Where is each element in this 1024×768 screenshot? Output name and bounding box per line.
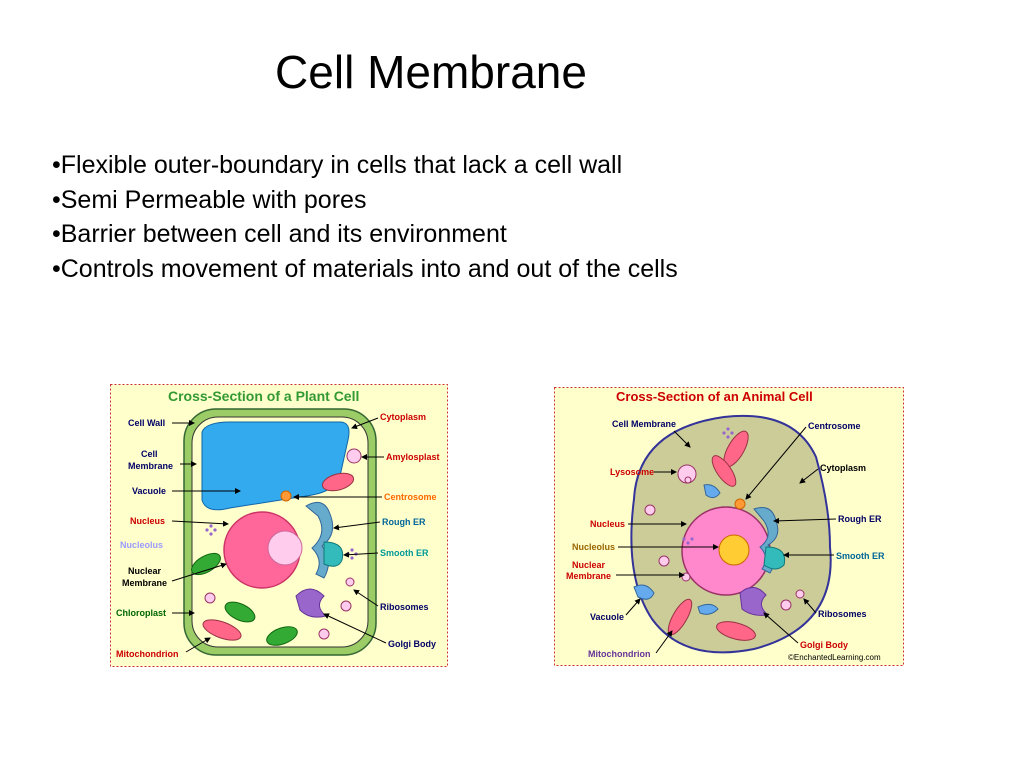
label-rough-er: Rough ER (382, 517, 426, 527)
bullet-item: •Barrier between cell and its environmen… (52, 220, 507, 248)
label-nuclear-membrane: Membrane (566, 571, 611, 581)
label-nuclear-membrane: Nuclear (128, 566, 162, 576)
plant-centrosome (280, 490, 292, 502)
animal-mitochondrion (716, 621, 756, 641)
animal-vacuole (703, 484, 721, 499)
label-golgi-body: Golgi Body (388, 639, 436, 649)
label-cell-membrane: Cell Membrane (612, 419, 676, 429)
label-nuclear-membrane: Nuclear (572, 560, 606, 570)
label-cell-wall: Cell Wall (128, 418, 165, 428)
animal-cell-diagram: Cross-Section of an Animal Cell Cell Mem… (554, 387, 904, 666)
plant-chloroplast (266, 626, 298, 646)
plant-nucleolus (267, 530, 303, 566)
plant-vesicle (318, 628, 330, 640)
label-mitochondrion: Mitochondrion (116, 649, 179, 659)
animal-vesicle (658, 555, 670, 567)
plant-mitochondrion (202, 619, 242, 641)
plant-diagram-title: Cross-Section of a Plant Cell (168, 388, 359, 404)
animal-centrosome (734, 498, 746, 510)
label-rough-er: Rough ER (838, 514, 882, 524)
label-nucleolus: Nucleolus (572, 542, 615, 552)
label-cytoplasm: Cytoplasm (380, 412, 426, 422)
label-smooth-er: Smooth ER (836, 551, 885, 561)
animal-golgi-body (739, 587, 770, 616)
animal-smooth-er (763, 546, 786, 570)
animal-vesicle (684, 476, 692, 484)
label-cell-membrane: Membrane (128, 461, 173, 471)
animal-vesicle (681, 572, 691, 582)
animal-vesicle (644, 504, 656, 516)
copyright-text: ©EnchantedLearning.com (788, 653, 881, 662)
label-amylosplast: Amylosplast (386, 452, 440, 462)
animal-vesicle (795, 589, 805, 599)
plant-cell-diagram: Cross-Section of a Plant Cell Cell Wall … (110, 384, 448, 667)
animal-mitochondrion (711, 455, 737, 487)
plant-mitochondrion (321, 472, 355, 492)
animal-vacuole (697, 603, 719, 615)
plant-chloroplast (191, 552, 221, 576)
label-nucleolus: Nucleolus (120, 540, 163, 550)
plant-golgi-body (295, 588, 328, 618)
label-vacuole: Vacuole (132, 486, 166, 496)
animal-vesicle (780, 599, 792, 611)
label-ribosomes: Ribosomes (818, 609, 867, 619)
plant-amylosplast (346, 448, 362, 464)
plant-smooth-er (323, 541, 344, 567)
bullet-item: •Semi Permeable with pores (52, 185, 367, 214)
label-cytoplasm: Cytoplasm (820, 463, 866, 473)
plant-vesicle (204, 592, 216, 604)
label-mitochondrion: Mitochondrion (588, 649, 651, 659)
label-nucleus: Nucleus (130, 516, 165, 526)
label-golgi-body: Golgi Body (800, 640, 848, 650)
label-centrosome: Centrosome (384, 492, 437, 502)
bullet-item: •Flexible outer-boundary in cells that l… (52, 151, 623, 179)
plant-chloroplast (224, 601, 256, 623)
plant-vesicle (345, 577, 355, 587)
label-cell-membrane: Cell (141, 449, 158, 459)
bullet-list: •Flexible outer-boundary in cells that l… (52, 148, 678, 286)
label-smooth-er: Smooth ER (380, 548, 429, 558)
label-centrosome: Centrosome (808, 421, 861, 431)
animal-nucleolus (718, 534, 750, 566)
label-lysosome: Lysosome (610, 467, 654, 477)
animal-diagram-title: Cross-Section of an Animal Cell (616, 389, 813, 404)
animal-vacuole (633, 584, 655, 600)
label-vacuole: Vacuole (590, 612, 624, 622)
bullet-item: •Controls movement of materials into and… (52, 254, 678, 283)
slide-title: Cell Membrane (275, 46, 587, 98)
plant-vesicle (340, 600, 352, 612)
label-nucleus: Nucleus (590, 519, 625, 529)
label-nuclear-membrane: Membrane (122, 578, 167, 588)
label-ribosomes: Ribosomes (380, 602, 429, 612)
label-chloroplast: Chloroplast (116, 608, 166, 618)
